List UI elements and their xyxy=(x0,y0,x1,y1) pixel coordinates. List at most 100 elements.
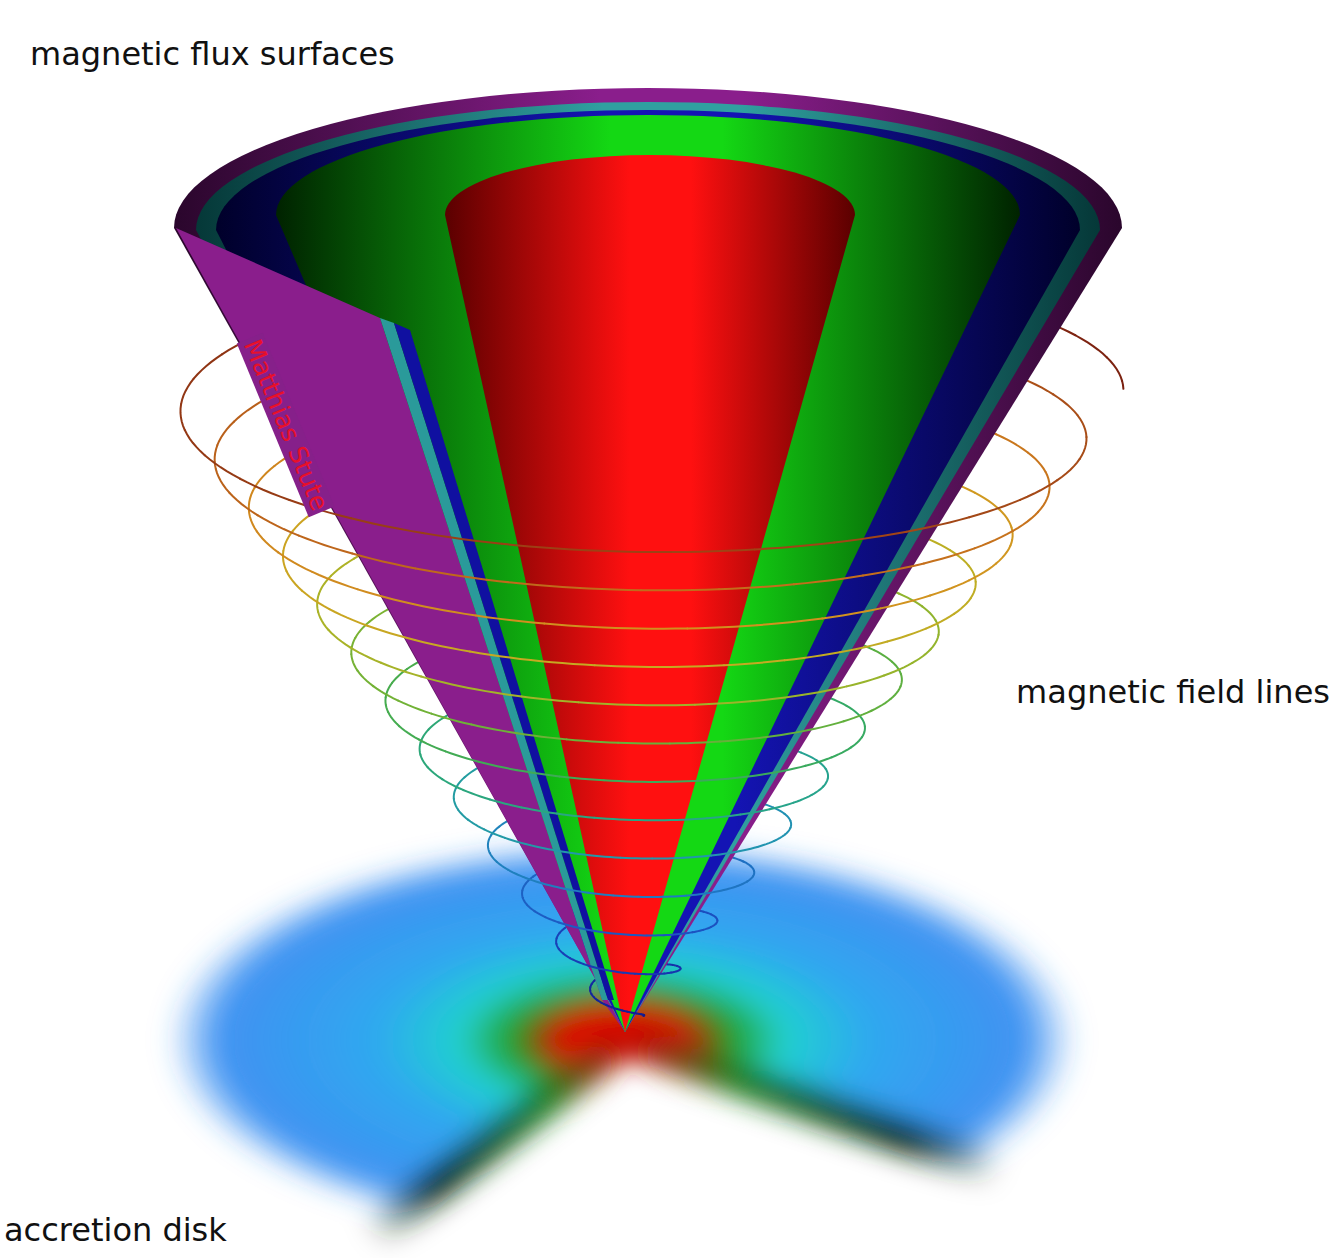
magnetic-field-line xyxy=(329,609,367,626)
magnetic-field-line xyxy=(543,883,565,888)
magnetic-field-line xyxy=(823,778,828,787)
magnetic-field-line xyxy=(484,829,505,838)
magnetic-field-line xyxy=(1038,492,1049,512)
magnetic-field-line xyxy=(522,884,525,891)
magnetic-field-line xyxy=(851,737,862,747)
magnetic-field-line xyxy=(826,769,828,778)
magnetic-field-line xyxy=(664,972,671,975)
flux-surface-cone xyxy=(445,155,855,1032)
magnetic-field-line xyxy=(785,652,840,660)
flux-surface-cone xyxy=(174,88,1122,1032)
magnetic-field-line xyxy=(1107,357,1122,380)
magnetic-field-line xyxy=(719,584,794,589)
magnetic-field-line xyxy=(789,821,792,828)
magnetic-field-line xyxy=(442,779,463,790)
magnetic-field-line xyxy=(454,788,456,799)
magnetic-field-line xyxy=(517,733,566,739)
figure-label: magnetic flux surfaces xyxy=(30,36,395,73)
magnetic-field-line xyxy=(420,742,421,755)
magnetic-field-line xyxy=(720,737,767,742)
magnetic-field-line xyxy=(1028,452,1046,471)
magnetic-field-line xyxy=(415,640,470,652)
magnetic-field-line xyxy=(398,701,431,714)
magnetic-field-line xyxy=(479,762,517,770)
magnetic-field-line xyxy=(255,466,275,487)
magnetic-field-line xyxy=(912,649,930,663)
magnetic-field-line xyxy=(530,845,558,851)
magnetic-field-line xyxy=(834,532,906,543)
magnetic-field-line xyxy=(683,856,711,858)
magnetic-field-line xyxy=(974,531,1013,548)
flux-surface xyxy=(174,88,1122,1032)
magnetic-field-line xyxy=(527,905,535,912)
magnetic-field-line xyxy=(832,748,851,758)
magnetic-field-line xyxy=(469,688,522,697)
magnetic-field-line xyxy=(508,870,524,877)
magnetic-field-line xyxy=(613,895,638,896)
magnetic-field-line xyxy=(205,455,240,479)
magnetic-field-line xyxy=(590,991,591,994)
magnetic-field-line xyxy=(497,862,508,870)
magnetic-field-line xyxy=(476,616,544,624)
magnetic-field-line xyxy=(458,810,468,820)
magnetic-field-line xyxy=(351,518,423,533)
magnetic-field-line xyxy=(185,430,205,455)
magnetic-field-line xyxy=(1046,472,1050,492)
magnetic-field-line xyxy=(649,780,693,783)
magnetic-field-line xyxy=(592,931,610,934)
magnetic-field-line xyxy=(490,799,522,807)
magnetic-field-line xyxy=(544,624,615,628)
magnetic-field-line xyxy=(567,739,619,742)
magnetic-field-line xyxy=(351,654,357,670)
magnetic-field-line xyxy=(299,536,352,554)
magnetic-field-line xyxy=(585,550,670,552)
magnetic-field-line xyxy=(1053,394,1077,415)
magnetic-field-line xyxy=(589,966,600,969)
flux-surface-cut xyxy=(176,228,625,1032)
magnetic-field-line xyxy=(419,739,446,751)
magnetic-field-line xyxy=(595,665,660,667)
magnetic-field-line xyxy=(381,663,421,677)
magnetic-field-line xyxy=(588,893,613,896)
magnetic-field-line xyxy=(773,766,806,773)
magnetic-field-line xyxy=(732,857,743,861)
magnetic-field-line xyxy=(559,922,575,926)
magnetic-field-line xyxy=(642,1014,645,1016)
magnetic-field-line xyxy=(794,576,863,585)
magnetic-field-line xyxy=(373,686,398,701)
magnetic-field-line xyxy=(751,695,802,701)
magnetic-field-line xyxy=(743,861,751,866)
magnetic-field-line xyxy=(931,635,939,649)
magnetic-field-line xyxy=(969,564,996,581)
magnetic-field-line xyxy=(637,704,695,707)
magnetic-field-line xyxy=(331,558,354,575)
magnetic-field-line xyxy=(420,755,427,767)
magnetic-field-line xyxy=(656,973,665,976)
magnetic-field-line xyxy=(468,820,484,830)
magnetic-field-line xyxy=(600,969,612,971)
magnetic-field-line xyxy=(616,627,688,630)
magnetic-field-line xyxy=(736,847,757,852)
magnetic-field-line xyxy=(642,1014,645,1016)
magnetic-field-line xyxy=(385,697,388,712)
magnetic-field-line xyxy=(664,934,679,935)
magnetic-field-line xyxy=(352,554,415,569)
magnetic-field-line xyxy=(522,807,557,813)
magnetic-field-line xyxy=(257,515,298,536)
magnetic-field-line xyxy=(969,500,1020,517)
magnetic-field-line xyxy=(559,928,564,933)
magnetic-field-line xyxy=(283,551,286,571)
magnetic-field-line xyxy=(647,934,664,936)
magnetic-field-line xyxy=(703,927,711,930)
magnetic-field-line xyxy=(670,742,720,744)
magnetic-field-line xyxy=(594,818,632,820)
figure-label: accretion disk xyxy=(4,1212,227,1249)
magnetic-field-line xyxy=(488,844,490,853)
magnetic-field-line xyxy=(579,962,589,966)
magnetic-field-line xyxy=(971,582,976,598)
magnetic-field-line xyxy=(302,591,329,609)
magnetic-field-line xyxy=(785,814,791,821)
magnetic-field-line xyxy=(755,543,835,550)
magnetic-field-line xyxy=(633,819,671,821)
